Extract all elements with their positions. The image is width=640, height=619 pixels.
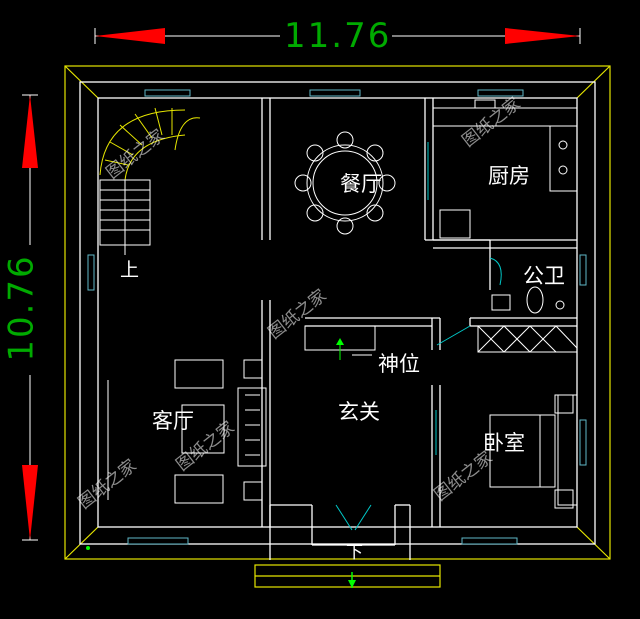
width-dimension [94, 18, 581, 54]
arrow-up-icon [22, 95, 38, 168]
room-label-kitchen: 厨房 [488, 164, 530, 188]
arrow-left-icon [95, 28, 165, 44]
arrow-down-icon [22, 465, 38, 540]
room-label-bedroom: 卧室 [483, 431, 525, 455]
arrow-right-icon [505, 28, 580, 44]
living-furniture [107, 359, 267, 504]
room-label-living: 客厅 [152, 409, 194, 433]
dining-table [294, 131, 396, 235]
doors [335, 142, 502, 531]
bathroom-fixtures [477, 286, 578, 353]
room-label-entry-hall: 玄关 [338, 400, 380, 424]
entry-down-label: 下 [346, 543, 363, 563]
kitchen-counter [432, 99, 578, 239]
room-label-bathroom: 公卫 [523, 264, 565, 288]
walls [79, 81, 596, 560]
width-dimension-label: 11.76 [284, 16, 392, 56]
stair-treads [99, 179, 151, 255]
origin-marker [86, 546, 90, 550]
room-label-dining: 餐厅 [340, 172, 382, 196]
building-outline [64, 65, 611, 588]
staircase [99, 107, 201, 181]
entry-arrow [348, 572, 356, 588]
room-label-shrine: 神位 [378, 352, 420, 376]
height-dimension [12, 94, 48, 541]
stair-up-label: 上 [120, 259, 140, 281]
height-dimension-label: 10.76 [1, 254, 42, 362]
windows [87, 89, 587, 545]
bedroom-furniture [489, 394, 578, 509]
shrine-cabinet [304, 325, 376, 360]
